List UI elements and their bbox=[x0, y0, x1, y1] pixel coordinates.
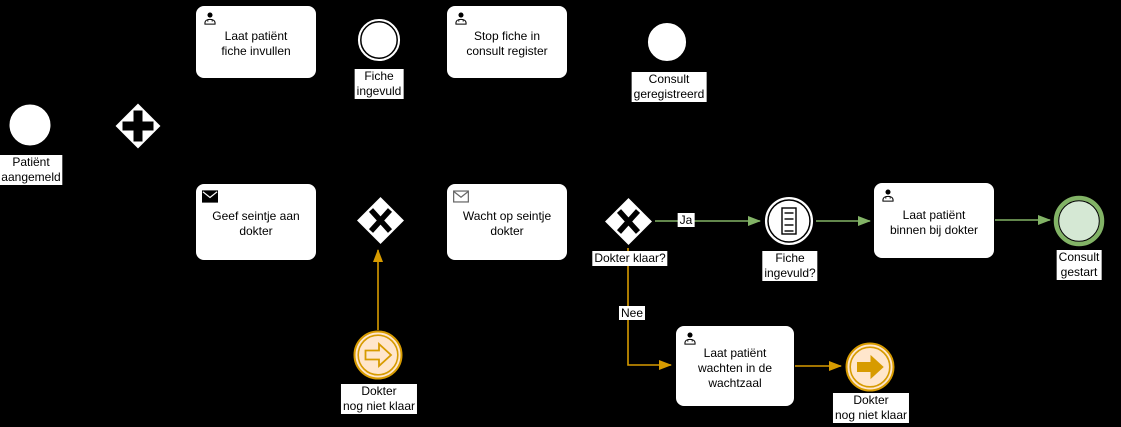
task-label: Stop fiche in consult register bbox=[466, 29, 548, 58]
edge-label-ja: Ja bbox=[677, 213, 695, 227]
task-label: Laat patiënt binnen bij dokter bbox=[889, 207, 979, 237]
exclusive-gateway-dokter-klaar[interactable] bbox=[602, 195, 655, 248]
plus-marker-icon bbox=[122, 110, 154, 142]
flow-parallel-to-task-seintje bbox=[137, 150, 193, 226]
parallel-gateway[interactable] bbox=[113, 101, 163, 151]
green-sequence-flows bbox=[655, 215, 1051, 226]
link-throw-event-dokter-nog-niet-klaar[interactable] bbox=[845, 342, 895, 392]
task-label: Wacht op seintje dokter bbox=[462, 209, 552, 238]
task-stop-fiche-in-consult-register[interactable]: Stop fiche in consult register bbox=[446, 5, 568, 79]
intermediate-event-fiche-ingevuld[interactable] bbox=[356, 17, 402, 63]
consult-gestart-label: Consult gestart bbox=[1056, 250, 1102, 280]
fiche-ingevuld-label: Fiche ingevuld bbox=[354, 69, 404, 99]
black-sequence-flows bbox=[53, 35, 643, 226]
task-laat-patient-wachten-in-de-wachtzaal[interactable]: Laat patiënt wachten in de wachtzaal bbox=[675, 325, 795, 407]
user-icon bbox=[684, 332, 696, 345]
task-geef-seintje-aan-dokter[interactable]: Geef seintje aan dokter bbox=[195, 183, 317, 261]
dokter-klaar-label: Dokter klaar? bbox=[592, 251, 668, 266]
exclusive-gateway-wacht[interactable] bbox=[354, 194, 407, 247]
flow-parallel-to-task-fiche bbox=[137, 35, 193, 102]
task-label: Geef seintje aan dokter bbox=[212, 209, 300, 238]
orange-sequence-flows bbox=[373, 248, 842, 371]
task-label: Laat patiënt fiche invullen bbox=[221, 29, 291, 58]
link-catch-event-dokter-nog-niet-klaar[interactable] bbox=[353, 330, 403, 380]
task-label: Laat patiënt wachten in de wachtzaal bbox=[697, 345, 773, 390]
link-arrow-filled-icon bbox=[857, 354, 884, 380]
x-marker-icon bbox=[616, 209, 641, 234]
conditional-event-fiche-ingevuld-vraag[interactable] bbox=[763, 195, 815, 247]
task-laat-patient-binnen-bij-dokter[interactable]: Laat patiënt binnen bij dokter bbox=[873, 182, 995, 259]
start-event-label: Patiënt aangemeld bbox=[0, 155, 63, 185]
task-wacht-op-seintje-dokter[interactable]: Wacht op seintje dokter bbox=[446, 183, 568, 261]
link-arrow-outline-icon bbox=[364, 341, 393, 369]
message-receive-icon bbox=[453, 190, 469, 203]
user-icon bbox=[455, 12, 467, 25]
end-event-consult-geregistreerd[interactable] bbox=[644, 19, 690, 65]
task-laat-patient-fiche-invullen[interactable]: Laat patiënt fiche invullen bbox=[195, 5, 317, 79]
consult-geregistreerd-label: Consult geregistreerd bbox=[631, 72, 707, 102]
link-throw-label: Dokter nog niet klaar bbox=[832, 393, 910, 423]
start-event-patient-aangemeld[interactable] bbox=[7, 102, 53, 148]
message-send-icon bbox=[202, 190, 218, 203]
link-catch-label: Dokter nog niet klaar bbox=[340, 384, 418, 414]
flow-nee-to-wachtzaal bbox=[627, 248, 672, 370]
x-marker-icon bbox=[368, 208, 393, 233]
fiche-ingevuld-vraag-label: Fiche ingevuld? bbox=[762, 251, 818, 281]
conditional-list-icon bbox=[781, 207, 797, 235]
user-icon bbox=[204, 12, 216, 25]
end-event-consult-gestart[interactable] bbox=[1053, 195, 1105, 247]
user-icon bbox=[882, 189, 894, 202]
edge-label-nee: Nee bbox=[618, 306, 646, 320]
